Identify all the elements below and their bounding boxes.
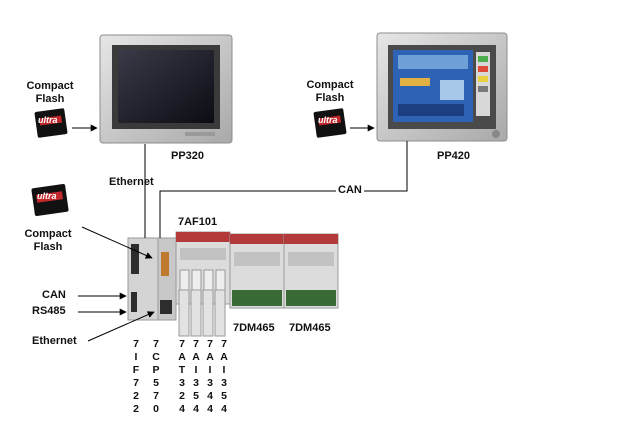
- card-brand-text: ultra: [318, 115, 338, 125]
- controller-modules-image: [127, 231, 339, 337]
- can-bus-line: [159, 141, 408, 238]
- compact-flash-card-top-left: [34, 108, 68, 138]
- compact-flash-card-top-right: [313, 108, 347, 138]
- ethernet-port-label: Ethernet: [32, 335, 77, 347]
- pp420-label: PP420: [437, 150, 471, 162]
- rs485-port-label: RS485: [32, 305, 66, 317]
- card-brand-text: ultra: [38, 115, 58, 125]
- module-7af101-label: 7AF101: [178, 216, 218, 228]
- arrow-ethernet-port: [87, 311, 155, 342]
- ethernet-top-label: Ethernet: [109, 176, 154, 188]
- module-7dm465-label-a: 7DM465: [233, 322, 275, 334]
- card-brand-text: ultra: [37, 191, 57, 201]
- pp420-panel-image: [376, 32, 508, 142]
- arrow-cf-to-controller: [81, 226, 153, 259]
- pp320-label: PP320: [171, 150, 205, 162]
- can-bus-label: CAN: [336, 184, 364, 197]
- pp320-panel-image: [99, 34, 233, 144]
- module-7dm465-label-b: 7DM465: [289, 322, 331, 334]
- compact-flash-card-mid-left: [31, 184, 69, 216]
- connection-lines: [72, 124, 408, 342]
- can-port-label: CAN: [42, 289, 66, 301]
